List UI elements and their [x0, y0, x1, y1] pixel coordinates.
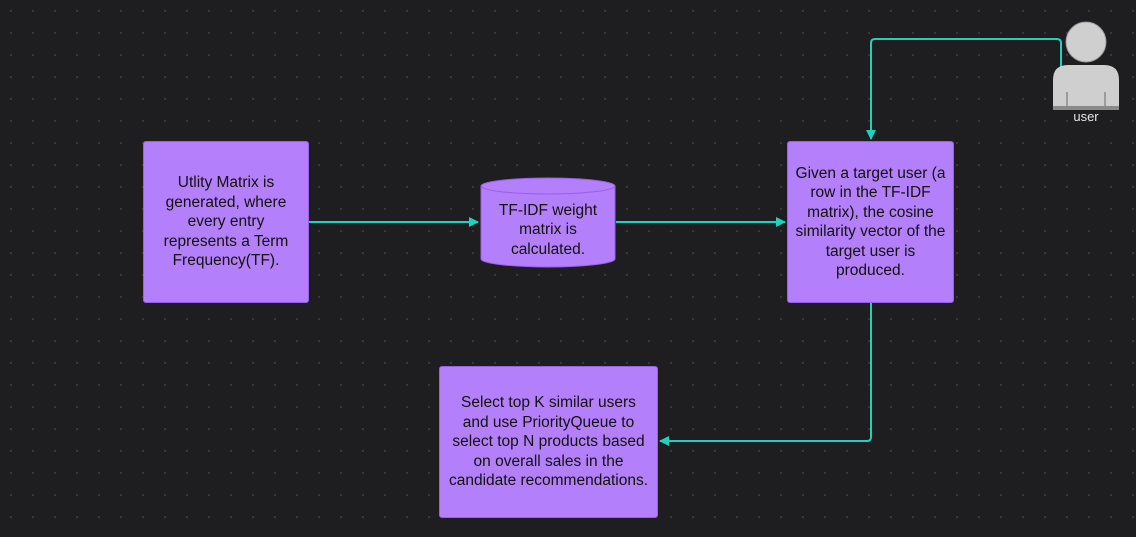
user-actor-label: user [1073, 109, 1099, 124]
tfidf-node[interactable]: TF-IDF weight matrix is calculated. [481, 196, 615, 264]
cosine-similarity-text: Given a target user (a row in the TF-IDF… [795, 164, 946, 280]
select-top-k-node[interactable]: Select top K similar users and use Prior… [439, 366, 658, 518]
utility-matrix-node[interactable]: Utlity Matrix is generated, where every … [143, 141, 309, 303]
connector-user-to-cosine [866, 38, 1062, 140]
tfidf-text: TF-IDF weight matrix is calculated. [498, 201, 598, 258]
utility-matrix-text: Utlity Matrix is generated, where every … [163, 174, 289, 270]
connector-cosine-to-select [659, 303, 872, 446]
cosine-similarity-node[interactable]: Given a target user (a row in the TF-IDF… [787, 141, 954, 303]
user-icon [1053, 21, 1119, 110]
select-top-k-text: Select top K similar users and use Prior… [448, 394, 649, 490]
tfidf-cylinder-shape [480, 177, 616, 268]
